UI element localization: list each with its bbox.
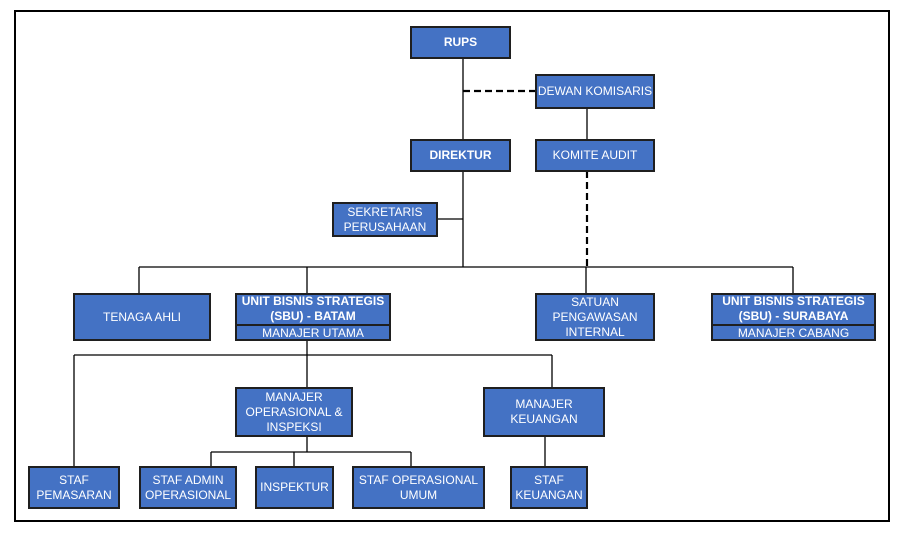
sekretaris-label-line1: SEKRETARIS [347, 204, 423, 219]
sbu-surabaya-title-line2: (SBU) - SURABAYA [738, 309, 849, 323]
box-inspektur: INSPEKTUR [255, 466, 334, 509]
sbu-surabaya-title-line1: UNIT BISNIS STRATEGIS [722, 294, 865, 308]
spi-label-line1: SATUAN [571, 294, 619, 309]
inspektur-label: INSPEKTUR [260, 480, 329, 494]
box-manajer-operasional: MANAJER OPERASIONAL & INSPEKSI [235, 387, 353, 437]
staf-pemasaran-line1: STAF [59, 472, 89, 487]
sbu-surabaya-title: UNIT BISNIS STRATEGIS (SBU) - SURABAYA [718, 294, 868, 324]
manajer-keuangan-line1: MANAJER [515, 397, 573, 411]
box-sekretaris-perusahaan: SEKRETARIS PERUSAHAAN [332, 202, 438, 237]
box-sbu-surabaya: UNIT BISNIS STRATEGIS (SBU) - SURABAYA M… [711, 293, 876, 341]
staf-operasional-umum-line2: UMUM [399, 487, 438, 502]
box-sbu-batam: UNIT BISNIS STRATEGIS (SBU) - BATAM MANA… [235, 293, 391, 341]
box-manajer-keuangan: MANAJER KEUANGAN [483, 387, 605, 437]
rups-label: RUPS [443, 35, 478, 49]
sbu-batam-title-line2: (SBU) - BATAM [270, 309, 356, 323]
manajer-keuangan-line2: KEUANGAN [510, 412, 578, 426]
box-staf-pemasaran: STAF PEMASARAN [28, 466, 120, 509]
staf-pemasaran-line2: PEMASARAN [36, 487, 112, 502]
box-satuan-pengawasan-internal: SATUAN PENGAWASAN INTERNAL [535, 293, 655, 341]
staf-operasional-umum-line1: STAF OPERASIONAL [358, 472, 479, 487]
box-rups: RUPS [410, 26, 511, 59]
staf-keuangan-line2: KEUANGAN [515, 487, 583, 502]
box-staf-keuangan: STAF KEUANGAN [510, 466, 588, 509]
manajer-operasional-line2: OPERASIONAL & [245, 404, 343, 419]
sekretaris-label-line2: PERUSAHAAN [343, 219, 427, 234]
box-staf-admin-operasional: STAF ADMIN OPERASIONAL [139, 466, 237, 509]
staf-admin-line2: OPERASIONAL [144, 487, 232, 502]
sbu-surabaya-subtitle: MANAJER CABANG [713, 324, 874, 340]
direktur-label: DIREKTUR [429, 148, 492, 162]
spi-label-line3: INTERNAL [565, 324, 625, 339]
komite-audit-label: KOMITE AUDIT [552, 148, 638, 162]
staf-admin-line1: STAF ADMIN [152, 472, 224, 487]
dewan-komisaris-label: DEWAN KOMISARIS [537, 84, 653, 98]
tenaga-ahli-label: TENAGA AHLI [102, 309, 182, 324]
box-direktur: DIREKTUR [410, 139, 511, 172]
box-staf-operasional-umum: STAF OPERASIONAL UMUM [352, 466, 485, 509]
manajer-operasional-line1: MANAJER [265, 389, 323, 404]
sbu-batam-subtitle: MANAJER UTAMA [237, 324, 389, 340]
org-chart-frame [14, 10, 890, 522]
box-tenaga-ahli: TENAGA AHLI [73, 293, 211, 341]
box-dewan-komisaris: DEWAN KOMISARIS [535, 74, 655, 109]
sbu-batam-title-line1: UNIT BISNIS STRATEGIS [241, 294, 385, 308]
spi-label-line2: PENGAWASAN [552, 309, 638, 324]
staf-keuangan-line1: STAF [534, 472, 564, 487]
manajer-operasional-line3: INSPEKSI [266, 419, 322, 434]
box-komite-audit: KOMITE AUDIT [535, 139, 655, 172]
sbu-batam-title: UNIT BISNIS STRATEGIS (SBU) - BATAM [238, 294, 388, 324]
